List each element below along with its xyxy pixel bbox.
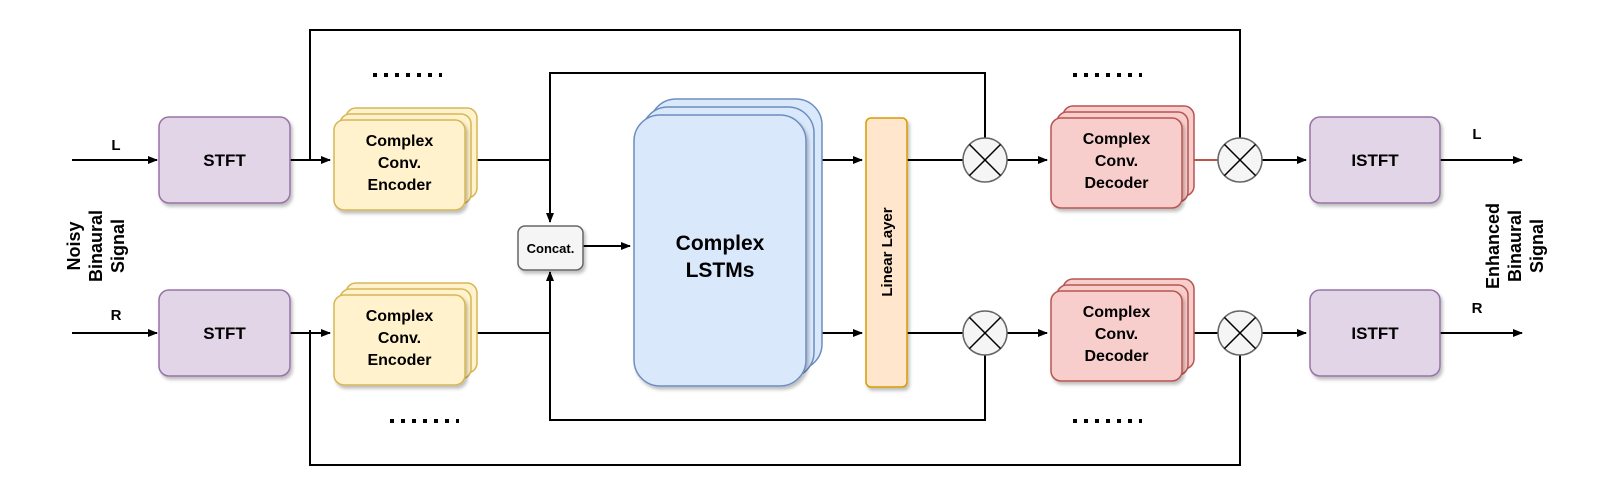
linear-layer-label: Linear Layer (879, 207, 896, 296)
stft-label-right: STFT (203, 324, 246, 343)
encoder-box-top (333, 119, 466, 211)
output-label-left: L (1472, 126, 1481, 143)
stft-box-left (158, 116, 291, 204)
multiply-bottom-right (1217, 310, 1263, 356)
decoder-stack-bottom: Complex Conv. Decoder (1050, 278, 1195, 382)
encoder-top-line-3: Encoder (367, 177, 431, 194)
multiply-bottom-left (962, 310, 1008, 356)
output-caption: Enhanced Binaural Signal (1483, 203, 1547, 289)
skip-connection-top-inner (546, 72, 986, 223)
lstm-line-2: LSTMs (686, 259, 755, 282)
encoder-stack-top: Complex Conv. Encoder (333, 107, 478, 211)
decoder-top-line-3: Decoder (1084, 175, 1148, 192)
encoder-top-line-2: Conv. (378, 155, 421, 172)
skip-connection-bottom-inner (546, 271, 986, 421)
istft-box-right (1309, 289, 1441, 377)
stft-block-right: STFT (158, 289, 291, 377)
decoder-bottom-line-2: Conv. (1095, 326, 1138, 343)
encoder-bottom-line-3: Encoder (367, 352, 431, 369)
linear-layer-block: Linear Layer (865, 117, 908, 388)
concat-label: Concat. (527, 241, 575, 256)
istft-label-right: ISTFT (1351, 324, 1399, 343)
ellipsis-markers (373, 73, 1142, 423)
multiply-top-right (1217, 137, 1263, 183)
istft-block-left: ISTFT (1309, 116, 1441, 204)
encoder-top-line-1: Complex (366, 133, 434, 150)
lstm-box (633, 114, 807, 387)
decoder-top-line-2: Conv. (1095, 153, 1138, 170)
istft-block-right: ISTFT (1309, 289, 1441, 377)
linear-layer-box (865, 117, 908, 388)
stft-block-left: STFT (158, 116, 291, 204)
decoder-bottom-line-3: Decoder (1084, 348, 1148, 365)
decoder-stack-top: Complex Conv. Decoder (1050, 105, 1195, 209)
input-caption-line-1: Noisy (64, 221, 84, 270)
output-caption-line-2: Binaural (1505, 210, 1525, 282)
decoder-top-line-1: Complex (1083, 131, 1151, 148)
multiply-top-left (962, 137, 1008, 183)
skip-connection-top-outer (309, 29, 1241, 160)
stft-box-right (158, 289, 291, 377)
lstm-stack: Complex LSTMs (633, 98, 823, 387)
lstm-line-1: Complex (676, 232, 765, 255)
input-caption: Noisy Binaural Signal (64, 210, 128, 282)
decoder-box-bottom (1050, 290, 1183, 382)
istft-box-left (1309, 116, 1441, 204)
concat-block: Concat. (517, 225, 584, 271)
output-caption-line-3: Signal (1527, 219, 1547, 273)
encoder-stack-bottom: Complex Conv. Encoder (333, 282, 478, 386)
input-label-left: L (111, 137, 120, 154)
input-label-right: R (111, 307, 122, 324)
encoder-bottom-line-2: Conv. (378, 330, 421, 347)
decoder-bottom-line-1: Complex (1083, 304, 1151, 321)
skip-connection-bottom-outer (309, 330, 1241, 466)
input-caption-line-2: Binaural (86, 210, 106, 282)
decoder-box-top (1050, 117, 1183, 209)
connections (72, 29, 1523, 466)
output-caption-line-1: Enhanced (1483, 203, 1503, 289)
input-caption-line-3: Signal (108, 219, 128, 273)
encoder-bottom-line-1: Complex (366, 308, 434, 325)
stft-label-left: STFT (203, 151, 246, 170)
concat-box (517, 225, 584, 271)
istft-label-left: ISTFT (1351, 151, 1399, 170)
output-label-right: R (1472, 300, 1483, 317)
encoder-box-bottom (333, 294, 466, 386)
